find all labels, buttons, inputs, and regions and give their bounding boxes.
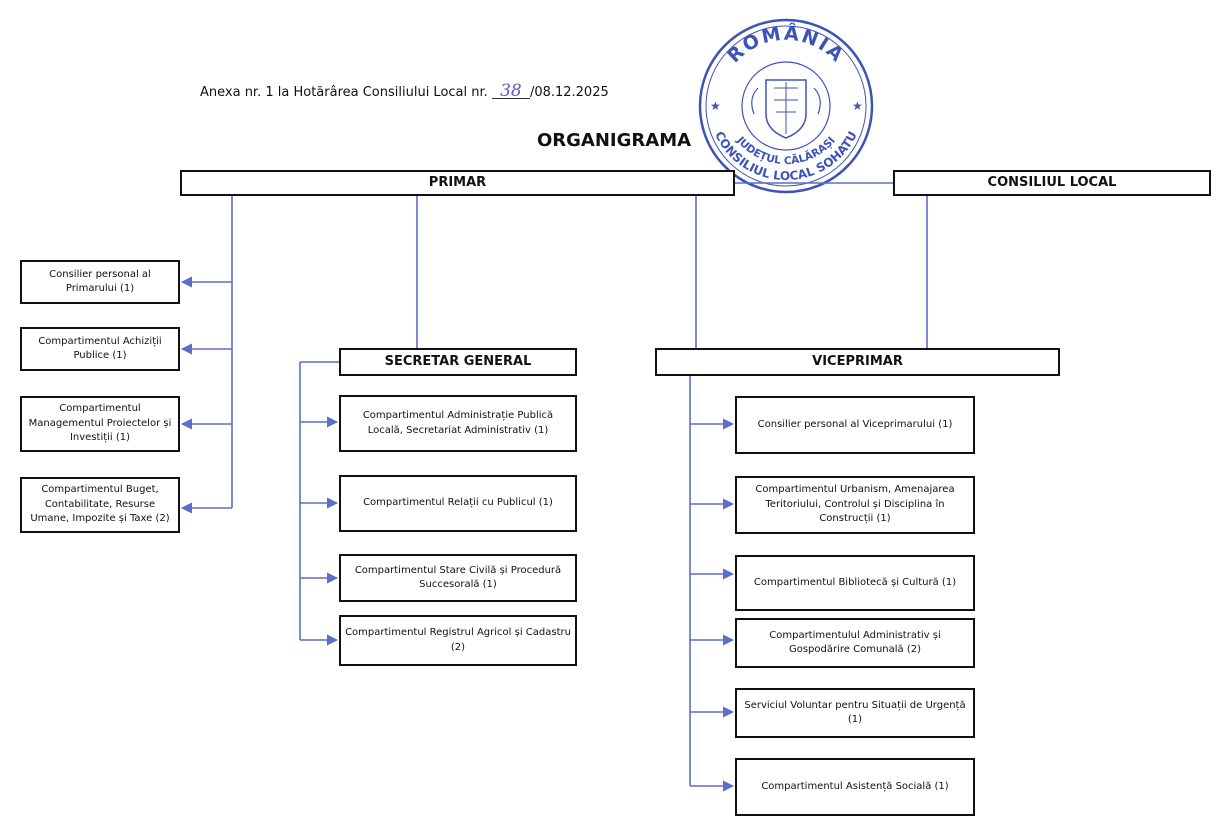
vice-box-asistenta-sociala: Compartimentul Asistență Socială (1) <box>735 758 975 816</box>
secretar-box-stare-civila: Compartimentul Stare Civilă și Procedură… <box>339 554 577 602</box>
vice-box-consilier: Consilier personal al Viceprimarului (1) <box>735 396 975 454</box>
secretar-box-administratie: Compartimentul Administrație Publică Loc… <box>339 395 577 452</box>
vice-box-biblioteca: Compartimentul Bibliotecă și Cultură (1) <box>735 555 975 611</box>
left-box-achizitii: Compartimentul Achiziții Publice (1) <box>20 327 180 371</box>
annex-prefix: Anexa nr. 1 la Hotărârea Consiliului Loc… <box>200 85 488 100</box>
svg-text:★: ★ <box>710 99 721 113</box>
vice-box-urbanism: Compartimentul Urbanism, Amenajarea Teri… <box>735 476 975 534</box>
left-box-consilier: Consilier personal al Primarului (1) <box>20 260 180 304</box>
left-box-proiecte: Compartimentul Managementul Proiectelor … <box>20 396 180 452</box>
annex-caption: Anexa nr. 1 la Hotărârea Consiliului Loc… <box>200 83 609 101</box>
secretar-box-registrul-agricol: Compartimentul Registrul Agricol și Cada… <box>339 615 577 666</box>
viceprimar-box: VICEPRIMAR <box>655 348 1060 376</box>
svg-text:★: ★ <box>852 99 863 113</box>
secretar-general-box: SECRETAR GENERAL <box>339 348 577 376</box>
primar-box: PRIMAR <box>180 170 735 196</box>
left-box-buget: Compartimentul Buget, Contabilitate, Res… <box>20 477 180 533</box>
annex-date: /08.12.2025 <box>529 85 609 100</box>
consiliul-local-box: CONSILIUL LOCAL <box>893 170 1211 196</box>
secretar-box-relatii: Compartimentul Relații cu Publicul (1) <box>339 475 577 532</box>
decision-number: 38 <box>491 83 530 100</box>
vice-box-situatii-urgenta: Serviciul Voluntar pentru Situații de Ur… <box>735 688 975 738</box>
official-seal: ★ ★ ROMÂNIA JUDEȚUL CĂLĂRAȘI CONSILIUL L… <box>698 18 874 194</box>
vice-box-administrativ: Compartimentulul Administrativ și Gospod… <box>735 618 975 668</box>
page-title: ORGANIGRAMA <box>537 130 692 151</box>
